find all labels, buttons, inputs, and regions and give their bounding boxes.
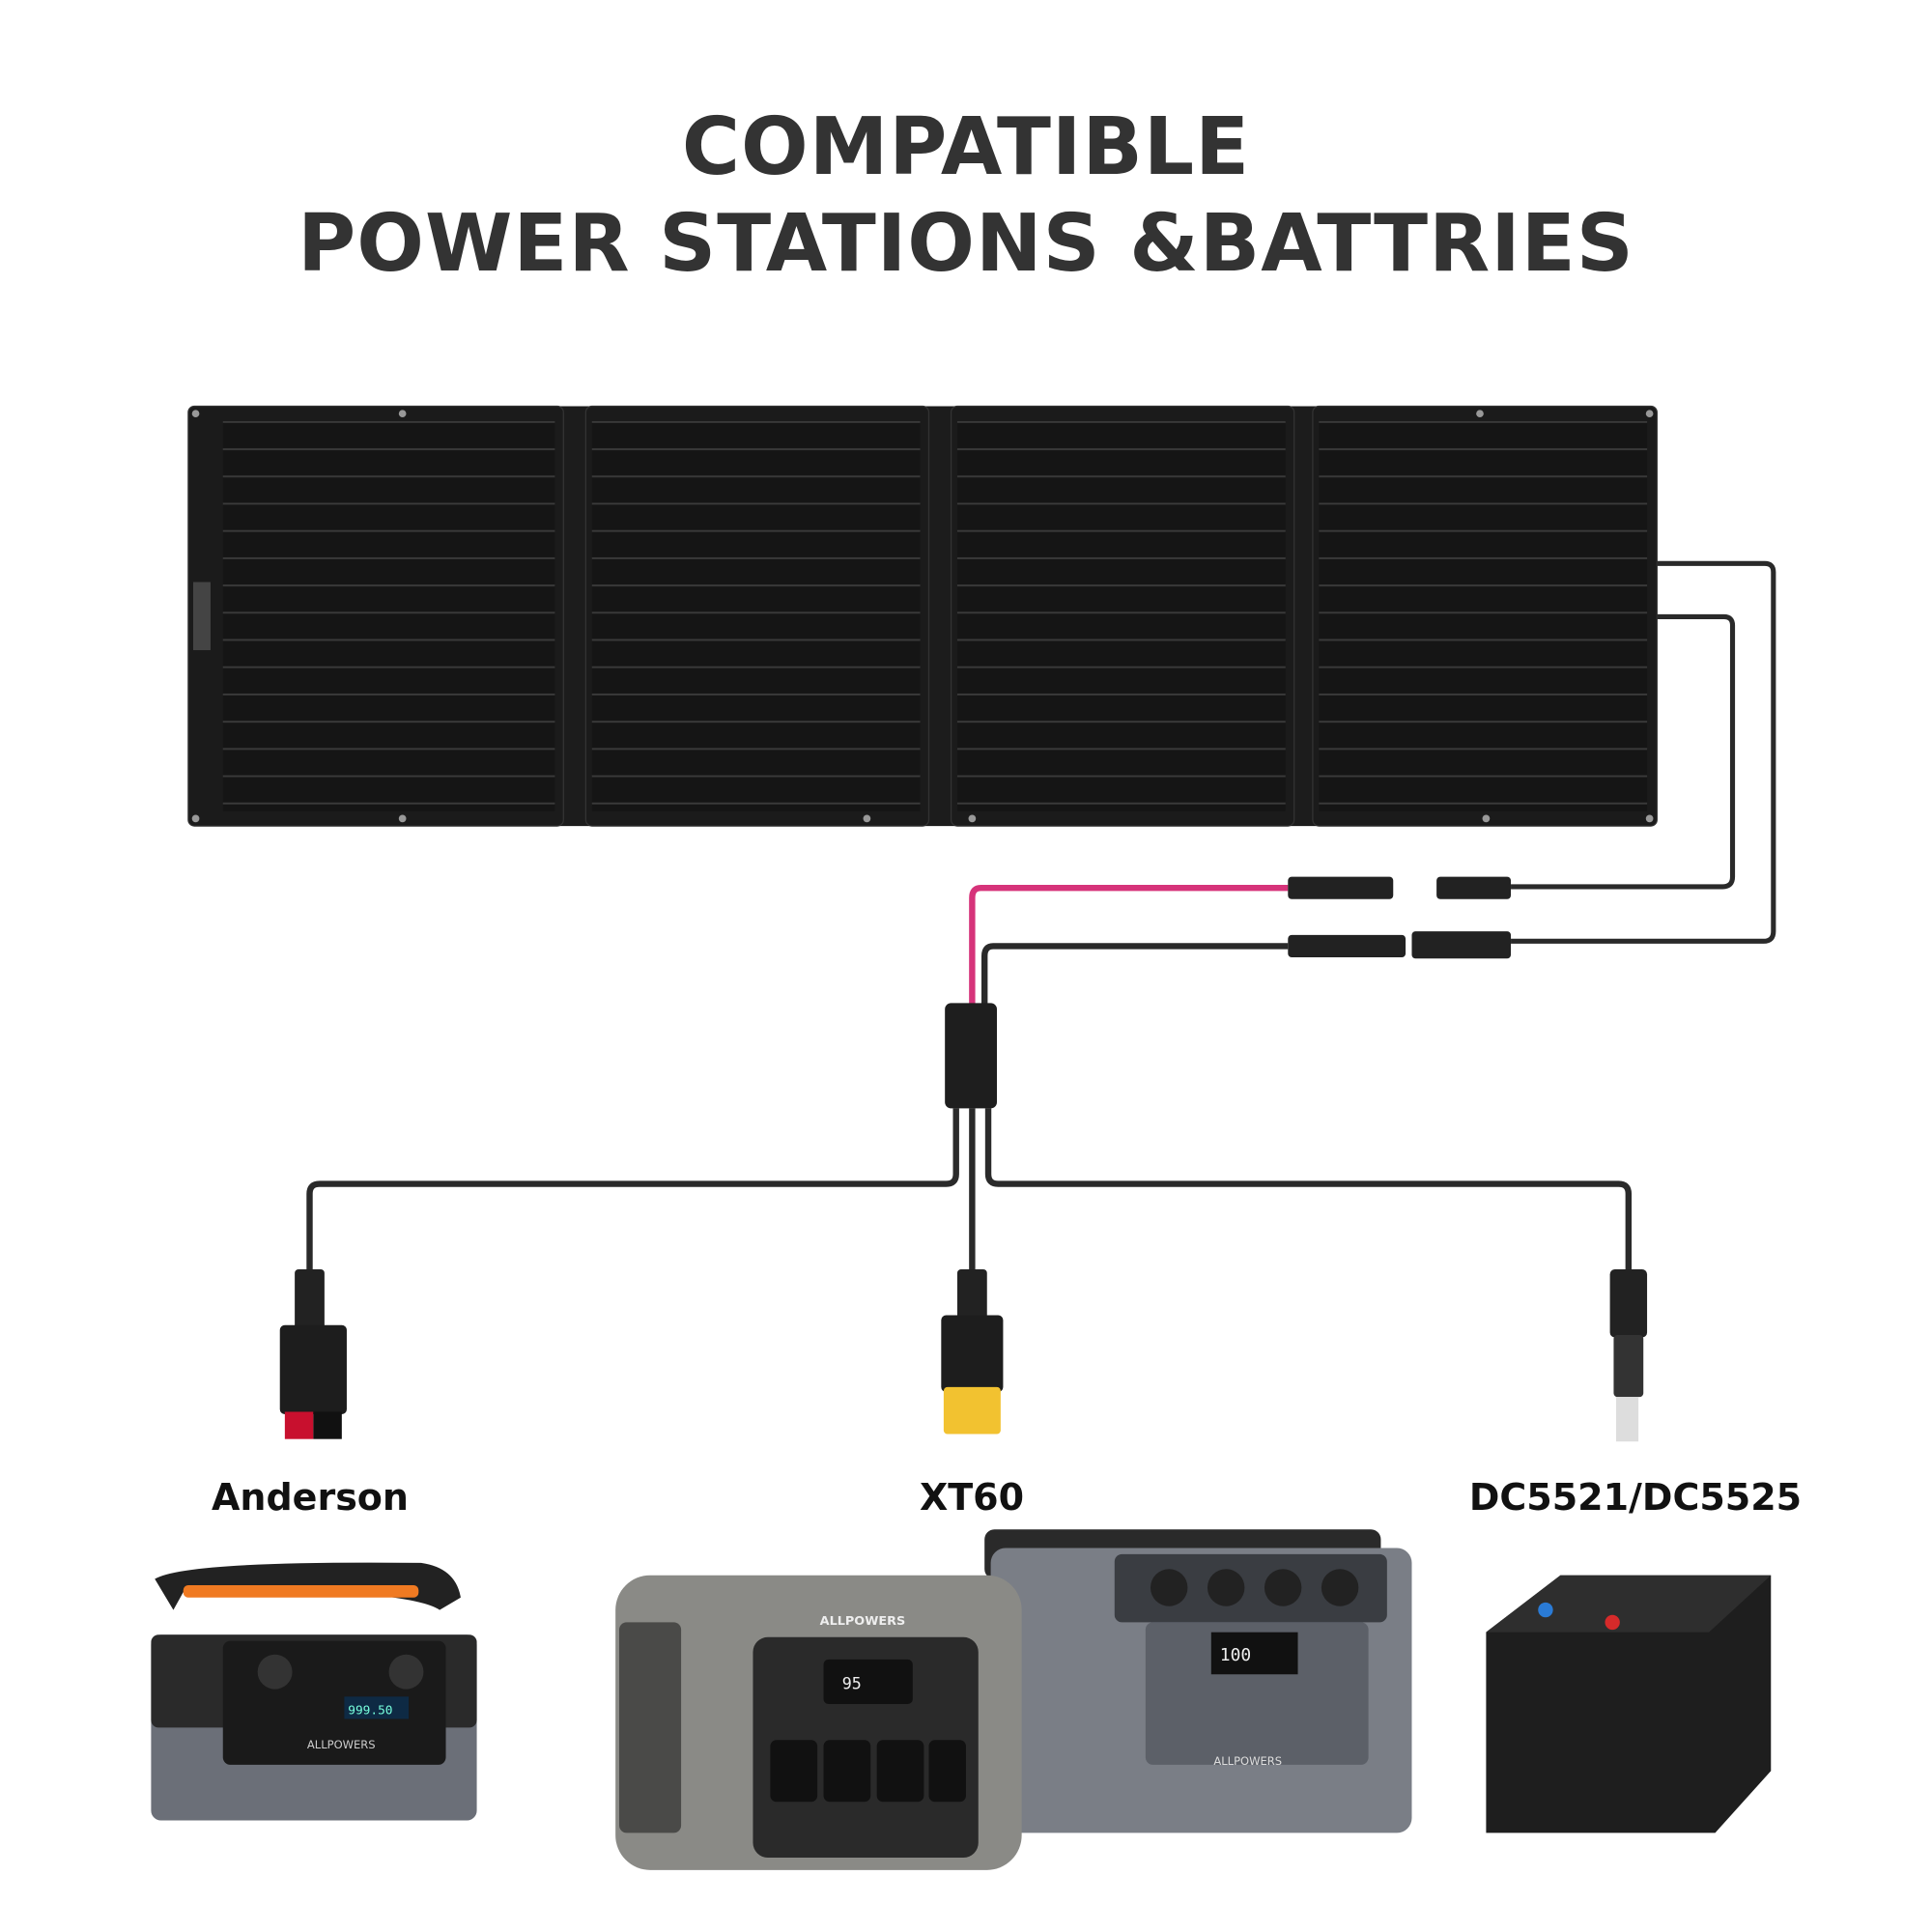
dc5521-connector: [1609, 1269, 1648, 1442]
svg-text:999.50: 999.50: [348, 1703, 392, 1718]
cables: [306, 560, 1776, 1273]
power-station-large: 100 ALLPOWERS: [984, 1529, 1412, 1833]
svg-text:ALLPOWERS: ALLPOWERS: [1213, 1754, 1282, 1768]
power-station-medium: 95 ALLPOWERS: [615, 1575, 1022, 1870]
page-title-line1: COMPATIBLE: [681, 101, 1251, 193]
power-station-small: 999.50 ALLPOWERS: [151, 1562, 477, 1821]
page-title-line2: POWER STATIONS &BATTRIES: [298, 198, 1634, 290]
label-anderson: Anderson: [212, 1476, 409, 1519]
label-dc5521: DC5521/DC5525: [1468, 1476, 1803, 1519]
y-splitter: [945, 1003, 998, 1109]
anderson-connector: [279, 1269, 347, 1439]
svg-text:ALLPOWERS: ALLPOWERS: [307, 1738, 376, 1751]
mc4-connectors: [1288, 876, 1512, 959]
battery: [1486, 1575, 1772, 1833]
svg-text:95: 95: [842, 1675, 862, 1693]
solar-panel: [187, 405, 1658, 827]
svg-text:100: 100: [1220, 1645, 1251, 1665]
svg-text:ALLPOWERS: ALLPOWERS: [820, 1614, 906, 1629]
xt60-connector: [941, 1269, 1004, 1435]
label-xt60: XT60: [919, 1476, 1025, 1519]
